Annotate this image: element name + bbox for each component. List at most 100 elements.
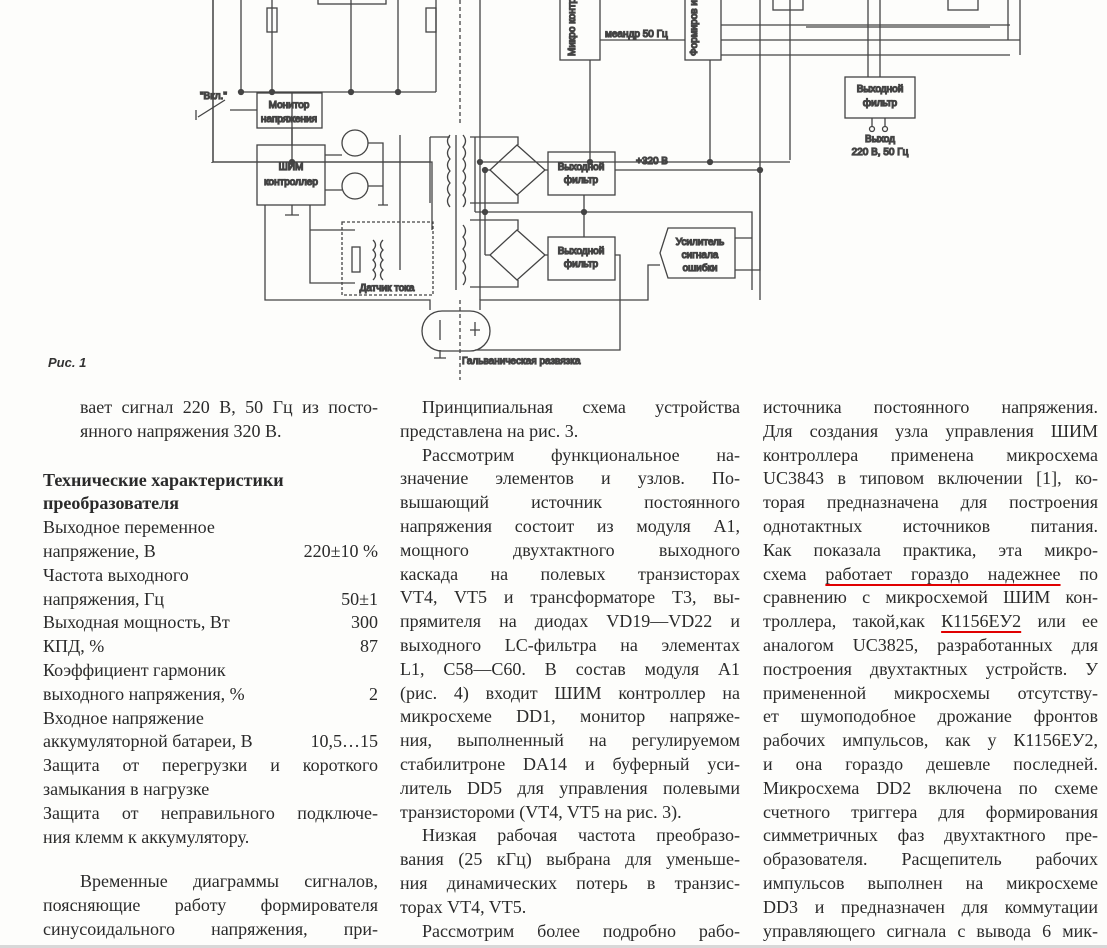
switch-label: "Вкл.": [200, 91, 227, 102]
protection-line: замыкания в нагрузке: [43, 778, 210, 799]
underlined-highlight: К1156ЕУ2: [941, 611, 1022, 632]
text-line: синусоидального напряжения, при-: [43, 918, 378, 939]
voltage-320-label: +320 В: [636, 156, 668, 167]
text-segment: построения двухтактных устройств. У: [763, 658, 1098, 679]
error-amp-label: ошибки: [683, 262, 718, 274]
current-sensor-label: Датчик тока: [360, 283, 415, 294]
spec-heading: Технические характеристики: [43, 469, 284, 490]
spacer: [43, 849, 378, 870]
spec-value: 300: [351, 612, 378, 633]
isolation-label: Гальваническая развязка: [462, 356, 581, 367]
control-section: [476, 0, 1021, 300]
spec-label: аккумуляторной батареи, В: [43, 731, 253, 752]
voltage-monitor-label: напряжения: [261, 114, 317, 125]
text-segment: и она гораздо дешевле последней.: [763, 753, 1098, 774]
pwm-controller-box: [256, 144, 326, 206]
text-line: Микросхема DD2 включена по схеме: [763, 777, 1098, 801]
voltage-monitor-box: [256, 92, 323, 129]
text-line: торах VT4, VT5.: [400, 896, 527, 917]
text-segment: примененной микросхемы отсутству-: [763, 682, 1098, 703]
text-segment: сравнению с микросхемой ШИМ кон-: [763, 587, 1098, 608]
filter-label: Выходной: [857, 84, 904, 95]
spec-label: напряжения, Гц: [43, 588, 165, 609]
meander-label: меандр 50 Гц: [605, 29, 668, 40]
switch-on: [195, 99, 257, 120]
text-line: UC3843 в типовом включении [1], ко-: [763, 467, 1098, 491]
text-line: аналогом UC3825, разработанных для: [763, 634, 1098, 658]
protection-line: Защита от неправильного подключе-: [43, 802, 378, 823]
text-line: мощного двухтактного выходного: [400, 539, 740, 560]
text-segment: троллера, такой,как: [763, 611, 942, 632]
text-line: источника постоянного напряжения.: [763, 396, 1098, 420]
text-line: DD3 и предназначен для коммутации: [763, 896, 1098, 920]
text-line: Для создания узла управления ШИМ: [763, 420, 1098, 444]
spec-label: Коэффициент гармоник: [43, 659, 226, 680]
text-line: янного напряжения 320 В.: [80, 420, 282, 441]
text-line: каскада на полевых транзисторах: [400, 563, 740, 584]
text-line: симметричных фаз двухтактного пре-: [763, 824, 1098, 848]
text-line: Как показала практика, эта микро-: [763, 539, 1098, 563]
text-line: литель DD5 для управления полевыми: [400, 777, 740, 798]
input-wiring: [211, 0, 437, 230]
filter-label: фильтр: [564, 258, 599, 270]
spec-label: Входное напряжение: [43, 707, 204, 728]
text-segment: однотактных источников питания.: [763, 515, 1098, 536]
text-line: транзистороми (VT4, VT5 на рис. 3).: [400, 801, 682, 822]
text-line: ния динамических потерь в транзис-: [400, 872, 740, 893]
text-segment: счетного триггера для формирования: [763, 801, 1098, 822]
block-diagram-figure: меандр 50 Гц Микро контрол Формиров импу…: [195, 0, 1021, 380]
text-line: (рис. 4) входит ШИМ контроллер на: [400, 682, 740, 703]
diode-bridges: [470, 136, 753, 290]
text-line: троллера, такой,как К1156ЕУ2 или ее: [763, 610, 1098, 634]
voltage-monitor-label: Монитор: [269, 100, 310, 111]
protection-line: ния клемм к аккумулятору.: [43, 826, 250, 847]
mosfet-transistors: [325, 129, 401, 270]
text-line: прямителя на диодах VD19—VD22 и: [400, 611, 740, 632]
text-line: стабилитроне DA14 и буферный уси-: [400, 753, 740, 774]
text-line: вышающий источник постоянного: [400, 492, 740, 513]
text-line: сравнению с микросхемой ШИМ кон-: [763, 586, 1098, 610]
text-line: импульсов выполнен на микросхеме: [763, 872, 1098, 896]
pwm-label: ШИМ: [279, 162, 304, 173]
text-line: контроллера применена микросхема: [763, 444, 1098, 468]
text-segment: UC3843 в типовом включении [1], ко-: [763, 468, 1098, 489]
text-segment: торая предназначена для построения: [763, 492, 1098, 513]
text-line: образователя. Расщепитель рабочих: [763, 848, 1098, 872]
protection-line: Защита от перегрузки и короткого: [43, 755, 378, 776]
text-line: вает сигнал 220 В, 50 Гц из посто-: [80, 397, 378, 417]
text-line: счетного триггера для формирования: [763, 801, 1098, 825]
filter-label: фильтр: [863, 97, 898, 109]
filter-label: фильтр: [564, 174, 599, 186]
text-line: Рассмотрим более подробно рабо-: [422, 920, 740, 941]
text-line: выходного LC-фильтра на элементах: [400, 634, 740, 655]
pwm-label: контроллер: [264, 177, 318, 188]
text-column-3: источника постоянного напряжения.Для соз…: [763, 396, 1098, 943]
microcontroller-label: Микро контрол: [567, 0, 578, 56]
transformers: [429, 134, 467, 290]
text-line: торая предназначена для построения: [763, 491, 1098, 515]
spec-label: Частота выходного: [43, 564, 189, 585]
text-line: представлена на рис. 3.: [400, 420, 579, 441]
spec-value: 87: [360, 636, 378, 657]
text-segment: аналогом UC3825, разработанных для: [763, 634, 1098, 655]
spec-label: Выходная мощность, Вт: [43, 612, 230, 633]
text-line: однотактных источников питания.: [763, 515, 1098, 539]
text-line: и она гораздо дешевле последней.: [763, 753, 1098, 777]
text-segment: или ее: [1021, 611, 1098, 632]
optocoupler: [421, 310, 491, 352]
spec-row: КПД, %87: [43, 635, 378, 659]
spec-value: 220±10 %: [303, 540, 378, 561]
output-filter-box-2: [547, 236, 616, 281]
text-segment: ет шумоподобное дрожание фронтов: [763, 706, 1098, 727]
text-segment: DD3 и предназначен для коммутации: [763, 896, 1098, 917]
spec-value: 10,5…15: [310, 731, 379, 752]
spec-row: выходного напряжения, %2: [43, 683, 378, 707]
filter-label: Выходной: [558, 162, 605, 173]
text-segment: рабочих импульсов, как у К1156ЕУ2,: [763, 730, 1098, 751]
text-segment: симметричных фаз двухтактного пре-: [763, 825, 1098, 846]
underlined-highlight: работает гораздо надежнее: [825, 563, 1061, 584]
filter-label: Выходной: [558, 246, 605, 257]
current-sensor-box: [341, 221, 434, 296]
text-line: Рассмотрим функциональное на-: [422, 444, 740, 465]
